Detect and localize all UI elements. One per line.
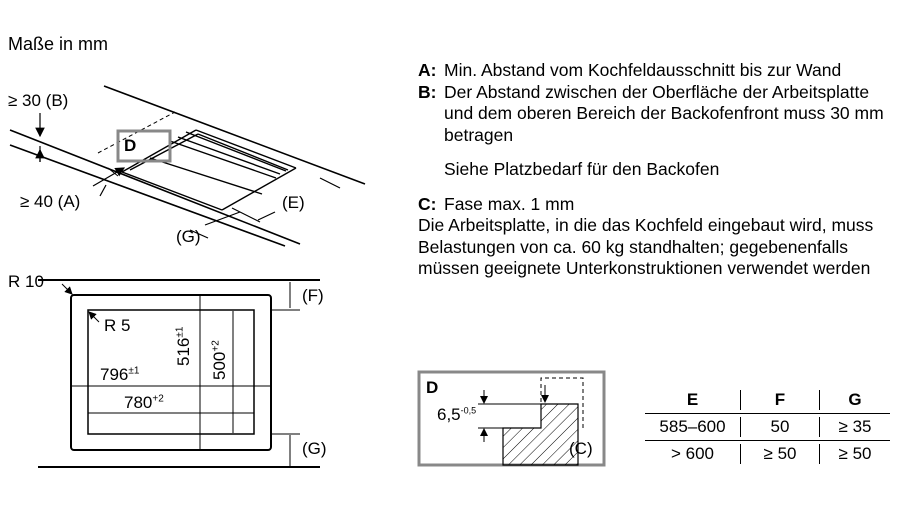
label-height-inner: 500+2 [210,340,230,380]
note-c: C: Fase max. 1 mm [418,194,888,216]
width-outer-tolerance: ±1 [128,365,140,377]
height-inner-value: 500 [210,351,229,380]
label-g-plan: (G) [302,439,327,458]
table-header-g: G [819,390,890,410]
dimension-table: E F G 585–600 50 ≥ 35 > 600 ≥ 50 ≥ 50 [645,387,890,467]
page-title: Maße in mm [8,34,109,54]
table-cell: ≥ 50 [740,444,819,464]
table-cell: ≥ 50 [819,444,890,464]
height-outer-tolerance: ±1 [174,326,186,338]
width-inner-value: 780 [124,393,153,412]
note-a-text: Min. Abstand vom Kochfeldausschnitt bis … [444,60,842,80]
label-r10: R 10 [8,272,44,291]
label-width-inner: 780+2 [124,393,164,413]
note-b: B: Der Abstand zwischen der Oberfläche d… [418,82,888,147]
detail-d-title: D [426,378,439,397]
height-outer-value: 516 [174,337,193,366]
note-c-key: C: [418,193,437,214]
countertop-perspective [9,85,366,247]
height-inner-tolerance: +2 [210,340,222,352]
note-a-key: A: [418,60,437,80]
cutout-plan [38,279,320,468]
label-width-outer: 796±1 [100,365,139,385]
table-header-f: F [740,390,819,410]
label-g-dim: (G) [176,227,201,246]
table-cell: 50 [740,417,819,437]
table-header-e: E [686,390,699,409]
detail-d [417,370,606,467]
label-b-dim: ≥ 30 (B) [8,91,69,110]
label-e-dim: (E) [282,193,305,212]
table-header-row: E F G [645,387,890,414]
note-c-text: Fase max. 1 mm [444,193,575,214]
detail-dimension-value: 6,5 [437,405,461,424]
detail-d-marker [116,129,172,163]
width-inner-tolerance: +2 [152,393,164,405]
table-cell: > 600 [670,444,714,463]
table-cell: ≥ 35 [819,417,890,437]
label-height-outer: 516±1 [174,327,194,366]
note-a: A: Min. Abstand vom Kochfeldausschnitt b… [418,60,888,82]
label-r5: R 5 [104,316,131,335]
table-row: 585–600 50 ≥ 35 [645,414,890,441]
table-cell: 585–600 [659,417,726,436]
detail-dimension-tolerance: -0,5 [460,405,477,416]
note-see-oven: Siehe Platzbedarf für den Backofen [444,159,720,179]
detail-dimension: 6,5-0,5 [437,405,476,425]
label-f-dim: (F) [302,286,324,305]
label-a-dim: ≥ 40 (A) [20,192,81,211]
table-row: > 600 ≥ 50 ≥ 50 [645,441,890,467]
notes-block: A: Min. Abstand vom Kochfeldausschnitt b… [418,60,888,280]
note-b-text: Der Abstand zwischen der Oberfläche der … [444,81,884,145]
note-b-key: B: [418,81,437,102]
width-outer-value: 796 [100,365,129,384]
label-c-chamfer: (C) [569,439,593,458]
note-body: Die Arbeitsplatte, in die das Kochfeld e… [418,215,874,278]
label-d-marker: D [124,136,137,155]
